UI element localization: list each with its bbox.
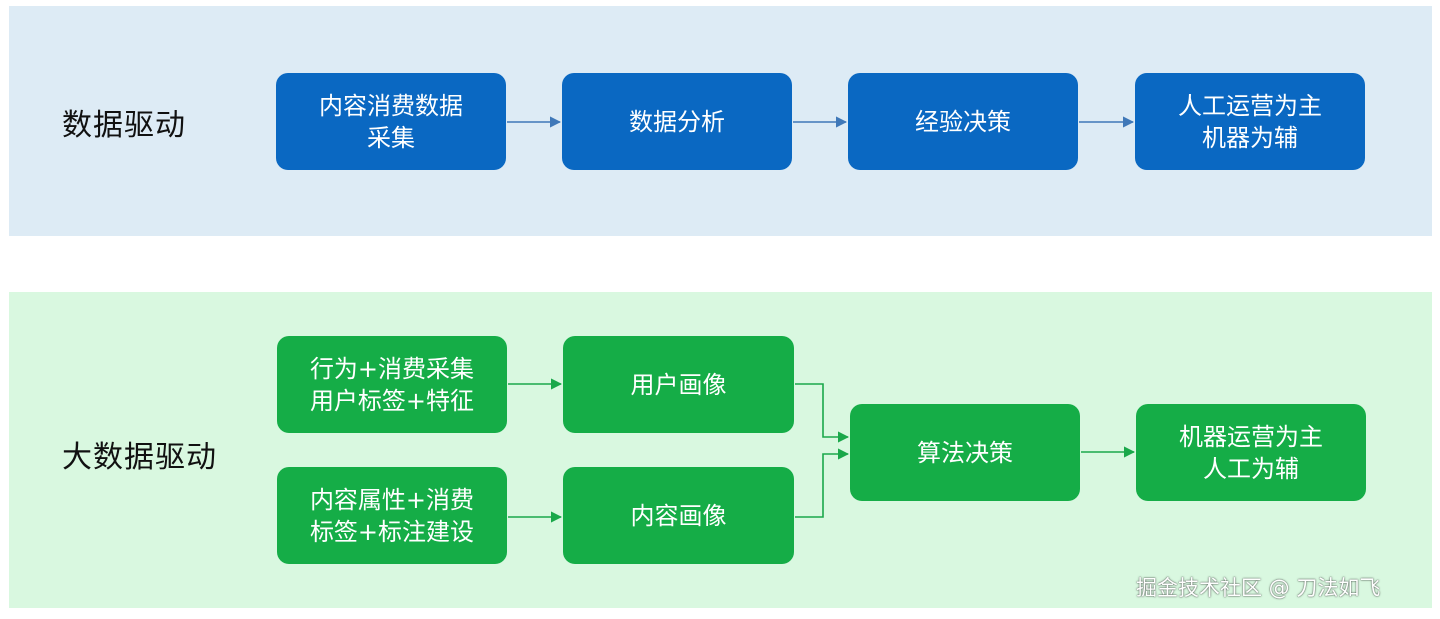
input-user-behavior-line1: 行为+消费采集 <box>309 354 475 383</box>
step-manual-operation: 人工运营为主 机器为辅 <box>1135 73 1365 170</box>
input-content-attributes: 内容属性+消费 标签+标注建设 <box>277 467 507 564</box>
user-profile-label: 用户画像 <box>630 370 727 399</box>
user-profile-box: 用户画像 <box>563 336 794 433</box>
input-content-attributes-line1: 内容属性+消费 <box>309 485 475 514</box>
step-manual-operation-line2: 机器为辅 <box>1202 123 1298 152</box>
step-content-data-collection: 内容消费数据 采集 <box>276 73 506 170</box>
content-profile-label: 内容画像 <box>630 501 727 530</box>
input-content-attributes-line2: 标签+标注建设 <box>309 517 475 546</box>
step-content-data-collection-line2: 采集 <box>367 123 415 152</box>
content-profile-box: 内容画像 <box>563 467 794 564</box>
machine-operation-line1: 机器运营为主 <box>1179 422 1323 451</box>
step-experience-decision: 经验决策 <box>848 73 1078 170</box>
step-manual-operation-line1: 人工运营为主 <box>1178 91 1322 120</box>
machine-operation-box: 机器运营为主 人工为辅 <box>1136 404 1366 501</box>
step-data-analysis: 数据分析 <box>562 73 792 170</box>
input-user-behavior: 行为+消费采集 用户标签+特征 <box>277 336 507 433</box>
step-experience-decision-line1: 经验决策 <box>915 107 1011 136</box>
watermark-text: 掘金技术社区 @ 刀法如飞 <box>1136 576 1381 600</box>
algorithm-decision-box: 算法决策 <box>850 404 1080 501</box>
data-driven-label: 数据驱动 <box>62 108 186 143</box>
machine-operation-line2: 人工为辅 <box>1203 454 1299 483</box>
step-content-data-collection-line1: 内容消费数据 <box>319 91 463 120</box>
algorithm-decision-label: 算法决策 <box>917 438 1013 467</box>
input-user-behavior-line2: 用户标签+特征 <box>309 386 475 415</box>
big-data-driven-label: 大数据驱动 <box>62 440 217 475</box>
step-data-analysis-line1: 数据分析 <box>629 107 725 136</box>
